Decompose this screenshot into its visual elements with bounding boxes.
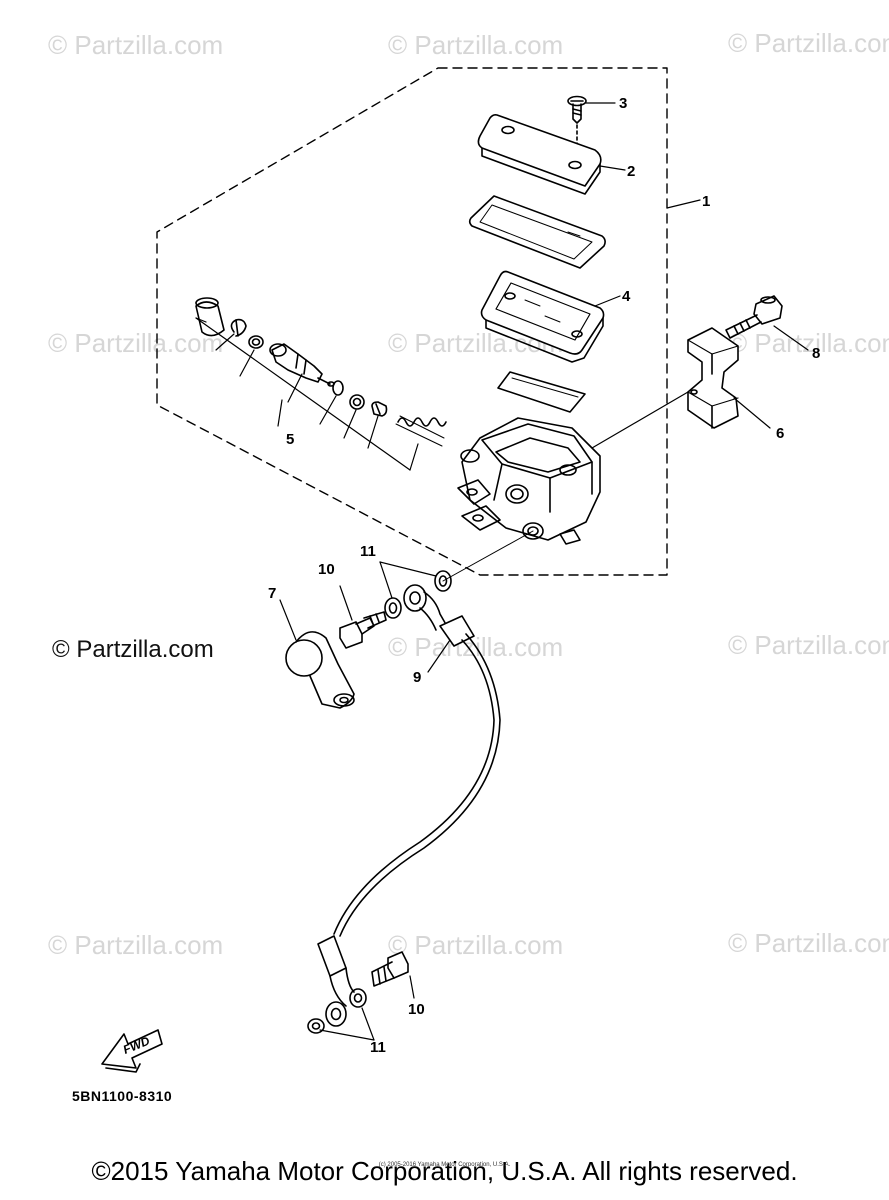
callout-1: 1 [702,193,710,210]
boot-cap-part [285,631,355,709]
watermark-top-right: © Partzilla.com [728,28,889,58]
watermark-bottom-right: © Partzilla.com [728,928,889,958]
holder-clamp-part [687,327,739,429]
union-bolt-lower-part [371,951,409,987]
diaphragm-part [480,270,605,363]
callout-7: 7 [268,585,276,602]
clamp-bolt-part [725,295,783,339]
diagram-reference-code: 5BN1100-8310 [72,1088,173,1104]
washers-upper-part [384,570,452,619]
assembly-boundary [156,67,668,576]
callout-11-upper: 11 [360,543,376,560]
callout-11-lower: 11 [370,1039,386,1056]
watermark-bottom-left: © Partzilla.com [48,930,224,960]
callout-4: 4 [622,288,631,305]
master-cylinder-body [457,417,601,545]
callout-5: 5 [286,431,294,448]
piston-kit-part [195,297,447,447]
watermark-dark: © Partzilla.com [52,636,214,663]
callout-10-lower: 10 [408,1001,425,1018]
screw-part [567,95,587,161]
watermark-lower-right: © Partzilla.com [728,630,889,660]
washers-lower-part [307,988,367,1034]
leader-lines [195,102,809,1041]
fine-print: (c) 2005-2016 Yamaha Motor Corporation, … [378,1162,511,1168]
diaphragm-plate-part [468,195,606,269]
callout-9: 9 [413,669,421,686]
float-plate-part [497,371,586,413]
callout-2: 2 [627,163,635,180]
union-bolt-upper-part [339,611,387,649]
watermark-top-center: © Partzilla.com [388,30,564,60]
reservoir-cap-part [477,114,602,195]
fwd-arrow-icon [101,1029,163,1073]
watermark-bottom-center: © Partzilla.com [388,930,564,960]
watermark-top-left: © Partzilla.com [48,30,224,60]
watermark-mid-left: © Partzilla.com [48,328,224,358]
watermark-mid-right: © Partzilla.com [728,328,889,358]
callout-8: 8 [812,345,820,362]
callout-10-upper: 10 [318,561,335,578]
brake-hose-part [317,584,501,1027]
callout-6: 6 [776,425,784,442]
callout-3: 3 [619,95,627,112]
copyright-notice: ©2015 Yamaha Motor Corporation, U.S.A. A… [91,1156,798,1186]
